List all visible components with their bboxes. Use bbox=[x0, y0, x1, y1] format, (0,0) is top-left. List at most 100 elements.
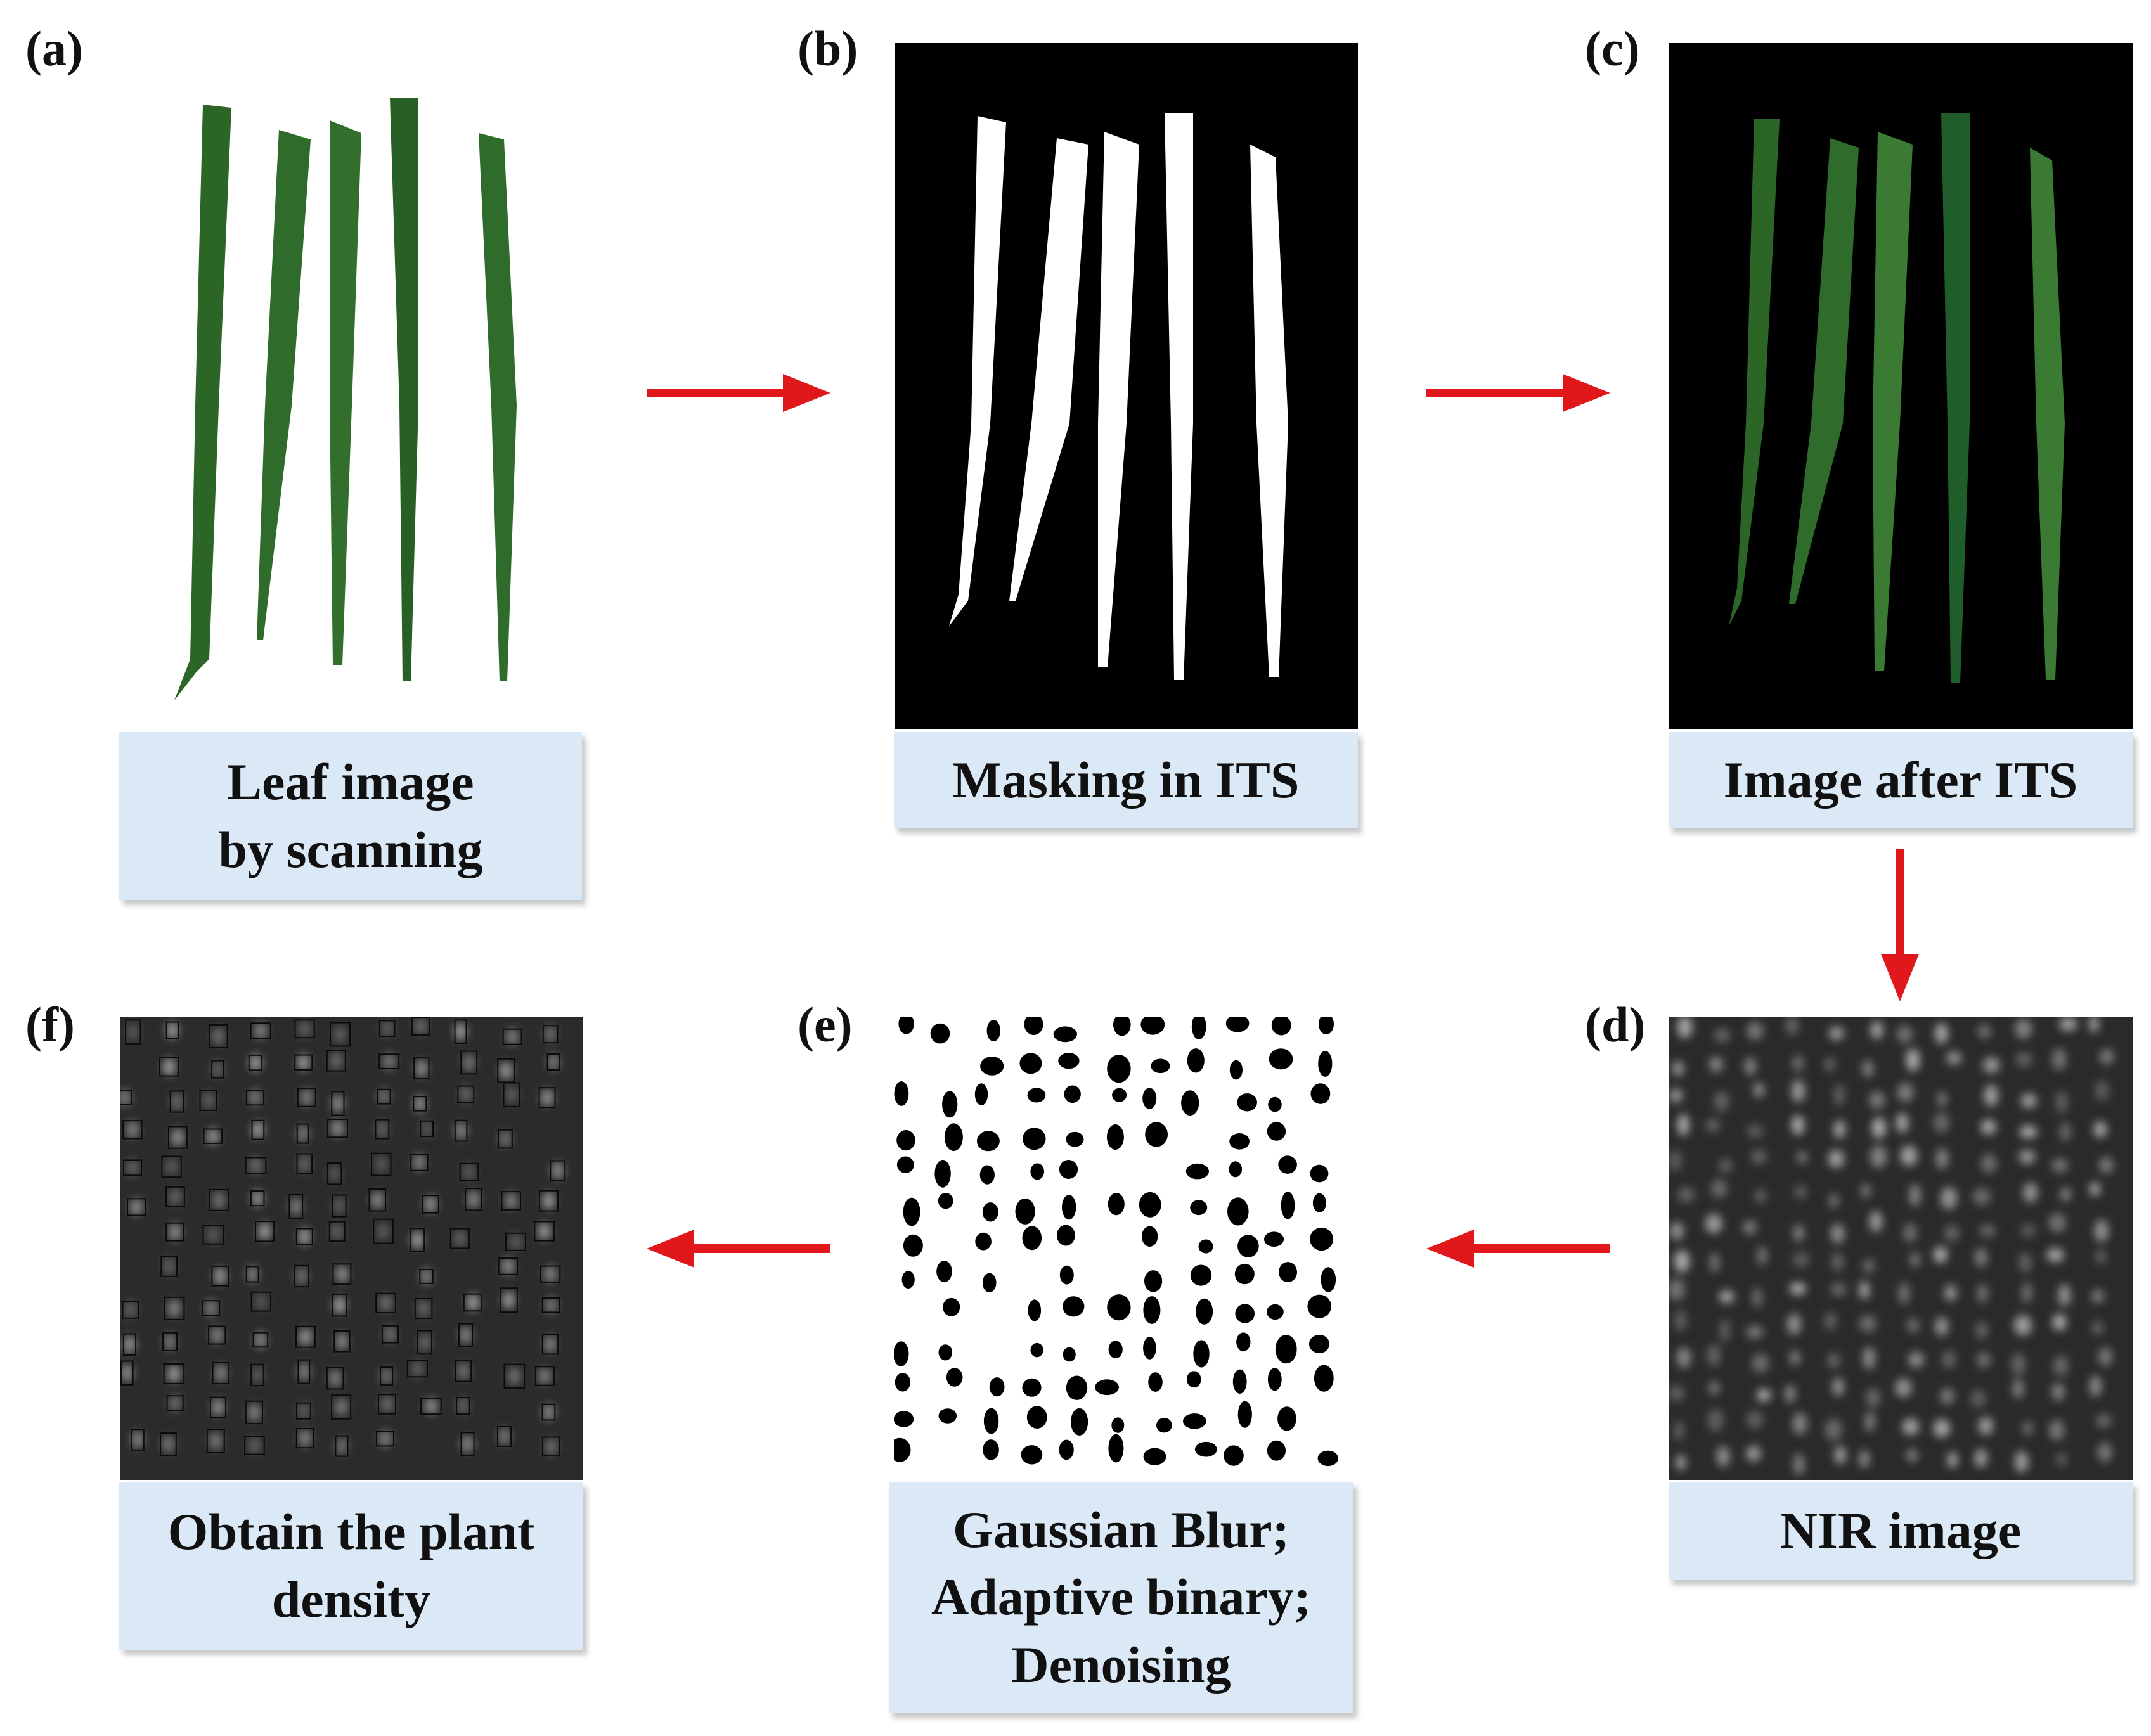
nir-spot bbox=[1744, 1057, 1757, 1076]
binary-blob bbox=[1112, 1088, 1127, 1102]
arrow-a-to-b bbox=[643, 371, 834, 415]
detection-box bbox=[206, 1429, 225, 1454]
nir-spot bbox=[1944, 1285, 1957, 1301]
detection-box bbox=[501, 1191, 522, 1211]
binary-blob bbox=[1194, 1441, 1217, 1457]
nir-spot bbox=[1708, 1381, 1721, 1395]
nir-spot bbox=[1753, 1082, 1765, 1098]
nir-spot bbox=[1832, 1377, 1844, 1397]
detection-box bbox=[209, 1188, 229, 1211]
density-spot bbox=[250, 1121, 265, 1139]
nir-spot bbox=[1677, 1017, 1693, 1039]
nir-spot bbox=[1793, 1224, 1804, 1242]
nir-spot bbox=[1946, 1051, 1961, 1065]
nir-spot bbox=[1793, 1453, 1805, 1476]
detection-box bbox=[326, 1050, 346, 1072]
nir-spot bbox=[1977, 1352, 1991, 1368]
detection-box bbox=[541, 1334, 559, 1355]
density-spot bbox=[126, 1159, 140, 1177]
nir-spot bbox=[2091, 1321, 2104, 1335]
binary-blob bbox=[1307, 1294, 1331, 1318]
density-spot bbox=[413, 1095, 427, 1113]
detection-box bbox=[208, 1325, 226, 1345]
binary-blob bbox=[946, 1368, 963, 1387]
nir-spot bbox=[1895, 1378, 1912, 1398]
binary-blob bbox=[1237, 1235, 1259, 1257]
density-spot bbox=[458, 1326, 473, 1344]
binary-blob bbox=[1156, 1418, 1172, 1433]
detection-box bbox=[419, 1268, 434, 1284]
nir-spot bbox=[2053, 1355, 2069, 1377]
binary-blob bbox=[1066, 1131, 1084, 1147]
density-spot bbox=[458, 1085, 473, 1103]
density-spot bbox=[454, 1122, 468, 1140]
binary-blob bbox=[1030, 1163, 1044, 1180]
density-spot bbox=[297, 1155, 312, 1173]
detection-box bbox=[417, 1330, 432, 1355]
detection-box bbox=[505, 1232, 527, 1251]
density-spot bbox=[330, 1094, 345, 1112]
density-spot bbox=[125, 1121, 139, 1139]
binary-blob bbox=[1237, 1401, 1252, 1428]
binary-blob bbox=[942, 1091, 958, 1118]
nir-spot bbox=[1933, 1246, 1948, 1263]
panel-label-f: (f) bbox=[25, 997, 75, 1052]
nir-spot bbox=[2052, 1048, 2067, 1071]
binary-blob bbox=[1187, 1371, 1201, 1388]
nir-spot bbox=[1756, 1389, 1771, 1402]
nir-spot bbox=[1754, 1188, 1767, 1204]
density-spot bbox=[508, 1233, 523, 1251]
binary-blob bbox=[1064, 1085, 1081, 1103]
density-spot bbox=[328, 1369, 342, 1387]
caption-f-line-2: density bbox=[271, 1570, 431, 1628]
detection-box bbox=[166, 1395, 184, 1412]
nir-spot bbox=[1742, 1220, 1757, 1235]
density-spot bbox=[210, 1326, 224, 1344]
detection-box bbox=[411, 1017, 430, 1036]
density-spot bbox=[126, 1023, 140, 1041]
binary-blob bbox=[1193, 1340, 1210, 1368]
detection-box bbox=[541, 1297, 560, 1313]
panel-label-d: (d) bbox=[1585, 997, 1646, 1052]
detection-box bbox=[211, 1060, 224, 1079]
binary-blob bbox=[1021, 1445, 1043, 1465]
binary-blob bbox=[1063, 1347, 1076, 1362]
nir-spot bbox=[1870, 1145, 1887, 1168]
binary-blob bbox=[1319, 1017, 1334, 1035]
binary-blob bbox=[1059, 1160, 1078, 1179]
nir-spot bbox=[1796, 1150, 1808, 1164]
binary-blob bbox=[936, 1261, 952, 1283]
detection-box bbox=[208, 1024, 228, 1049]
detection-box bbox=[331, 1394, 352, 1420]
nir-spot bbox=[1833, 1120, 1846, 1139]
density-spot bbox=[250, 1366, 264, 1384]
density-spot bbox=[249, 1156, 263, 1174]
detection-box bbox=[295, 1228, 313, 1245]
binary-blob bbox=[1278, 1155, 1297, 1174]
density-spot bbox=[419, 1268, 434, 1285]
detection-box bbox=[202, 1300, 221, 1316]
detection-box bbox=[122, 1333, 137, 1356]
density-spot bbox=[297, 1429, 312, 1448]
caption-a-line-2: by scanning bbox=[218, 820, 483, 878]
density-spot bbox=[120, 1364, 134, 1382]
density-spot bbox=[543, 1265, 558, 1283]
binary-blob bbox=[1139, 1192, 1161, 1218]
arrow-d-to-e bbox=[1423, 1226, 1613, 1271]
detection-box bbox=[375, 1292, 396, 1314]
binary-blob bbox=[1057, 1225, 1075, 1246]
density-spot bbox=[538, 1367, 552, 1385]
density-spot bbox=[167, 1299, 181, 1318]
density-spot bbox=[380, 1395, 394, 1413]
binary-blob bbox=[930, 1023, 950, 1044]
binary-blob bbox=[1237, 1093, 1257, 1112]
arrow-b-to-c bbox=[1423, 371, 1613, 415]
nir-spot bbox=[1828, 1150, 1845, 1168]
density-spot bbox=[379, 1367, 394, 1386]
density-spot bbox=[167, 1365, 181, 1383]
nir-image bbox=[1669, 1017, 2133, 1480]
caption-a-line-1: Leaf image bbox=[227, 752, 474, 811]
nir-spot bbox=[1934, 1316, 1949, 1336]
detection-box bbox=[380, 1366, 394, 1386]
nir-spot bbox=[1977, 1024, 1991, 1039]
